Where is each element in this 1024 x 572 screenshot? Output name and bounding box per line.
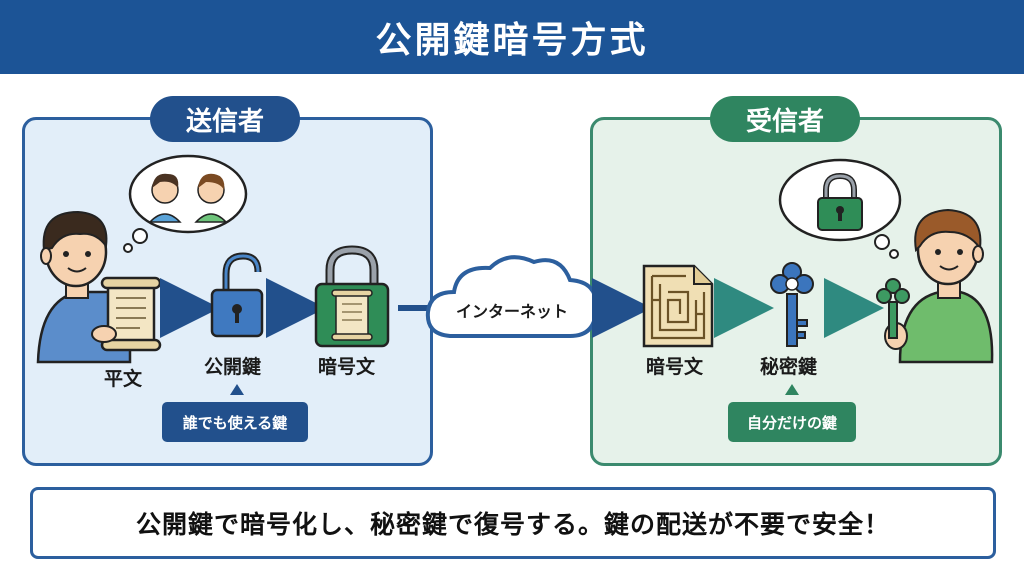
internet-label: インターネット [455, 302, 568, 321]
pointer-icon [785, 384, 799, 395]
receiver-person-icon [876, 208, 994, 364]
pointer-icon [230, 384, 244, 395]
private-key-icon [770, 262, 814, 347]
sender-ciphertext-caption: 暗号文 [318, 356, 376, 378]
public-key-note: 誰でも使える鍵 [162, 402, 308, 442]
locked-scroll-icon [314, 245, 390, 348]
public-key-caption: 公開鍵 [204, 356, 262, 378]
thought-bubble-lock-icon [778, 158, 902, 259]
open-padlock-icon [210, 252, 264, 338]
private-key-note: 自分だけの鍵 [728, 402, 856, 442]
encrypted-document-icon [642, 264, 714, 348]
summary-text: 公開鍵で暗号化し、秘密鍵で復号する。鍵の配送が不要で安全！ [135, 510, 890, 539]
plaintext-caption: 平文 [104, 368, 143, 390]
receiver-label: 受信者 [710, 96, 860, 142]
cloud-icon [425, 255, 599, 338]
scroll-document-icon [91, 276, 162, 352]
page-title: 公開鍵暗号方式 [375, 20, 649, 61]
title-banner: 公開鍵暗号方式 [0, 0, 1024, 74]
sender-label: 送信者 [150, 96, 300, 142]
private-key-caption: 秘密鍵 [760, 356, 818, 378]
receiver-ciphertext-caption: 暗号文 [646, 356, 704, 378]
thought-bubble-people-icon [123, 154, 248, 253]
summary-box: 公開鍵で暗号化し、秘密鍵で復号する。鍵の配送が不要で安全！ [30, 487, 996, 559]
